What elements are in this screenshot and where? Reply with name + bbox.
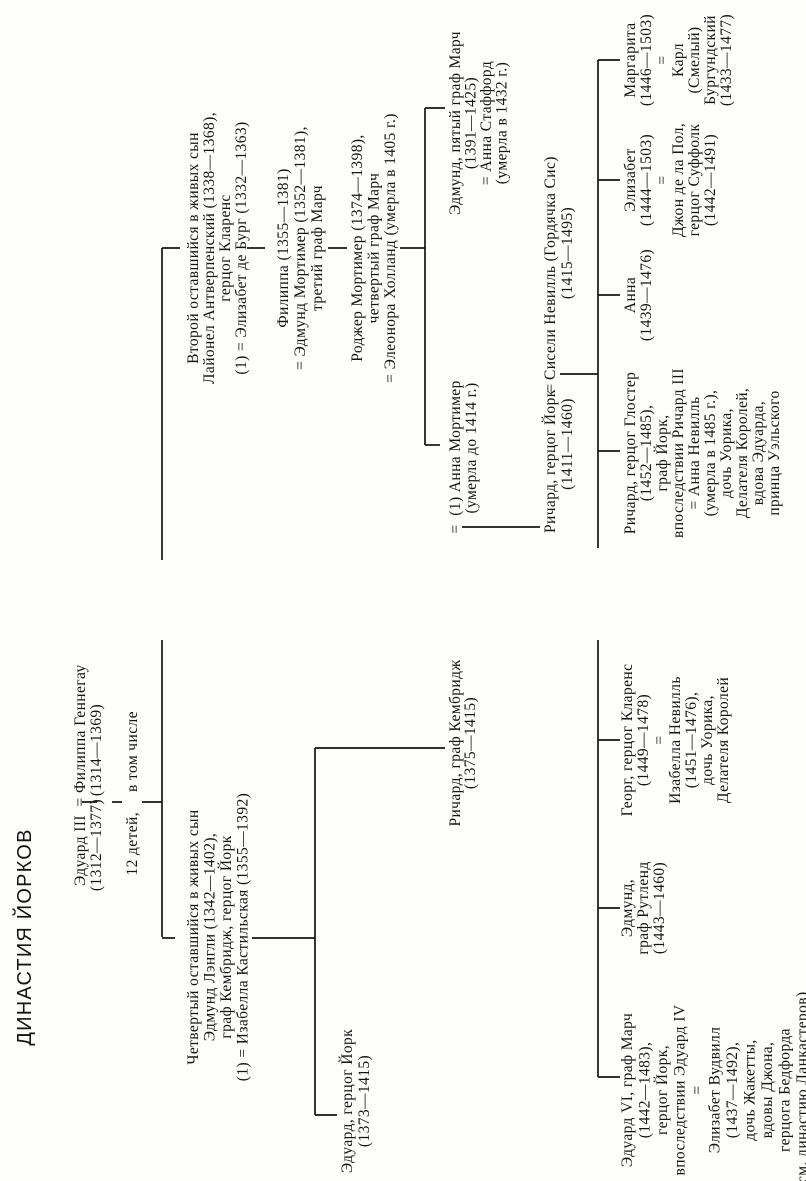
child-left-line: дочь Уорика, [699, 695, 716, 785]
child-left-line: герцога Бедфорда [777, 1028, 794, 1152]
marriage-sign: = [542, 383, 559, 392]
marriage-sign: = [72, 797, 89, 806]
anne-mortimer-line: (1) Анна Мортимер [447, 380, 464, 516]
child-right-line: (умерла в 1485 г.), [702, 390, 719, 517]
edmund-langley-line: (1) = Изабелла Кастильская (1355—1392) [235, 793, 252, 1081]
edward-iii-dates: (1312—1377) [88, 799, 105, 891]
child-left-line: Изабелла Невилль [667, 676, 684, 804]
edmund-march-line: Эдмунд, пятый граф Марч [447, 31, 464, 215]
child-right-line: = [654, 55, 671, 64]
connectors [82, 59, 620, 1116]
edmund-march-line: (1391—1425) [463, 77, 480, 169]
richard-york-dates: (1411—1460) [559, 398, 576, 490]
child-right-line: вдова Эдуарда, [750, 401, 767, 505]
child-right-line: Ричард, герцог Глостер [622, 372, 639, 535]
child-right-line: Бургундский [702, 15, 719, 105]
richard-york-name: Ричард, герцог Йорк [542, 389, 559, 533]
child-right-line: = Анна Невилль [686, 397, 703, 510]
child-left-line: Делателя Королей [715, 677, 732, 803]
roger-mortimer-line: Роджер Мортимер (1374—1398), [349, 134, 366, 361]
lionel-clarence-line: Второй оставшийся в живых сын [185, 132, 202, 364]
child-left-line: (1442—1483), [637, 1042, 654, 1139]
child-left-line: (1443—1460) [651, 862, 668, 954]
child-right-line: (1446—1503) [638, 14, 655, 106]
child-left-line: (см. династию Ланкастеров) [794, 991, 806, 1181]
roger-mortimer-line: четвертый граф Марч [366, 173, 383, 324]
philippa-mortimer-line: Филиппа (1355—1381) [275, 168, 292, 327]
child-left-line: (1451—1476), [683, 692, 700, 789]
lionel-clarence-line: Лайонел Антверпенский (1338—1368), [201, 112, 218, 384]
child-right-line: Анна [622, 277, 639, 313]
child-right-line: Джон де ла Пол, [670, 123, 687, 237]
anne-mortimer-line: (умерла до 1414 г.) [463, 382, 480, 513]
page-title: ДИНАСТИЯ ЙОРКОВ [12, 828, 36, 1045]
child-left-line: Георг, герцог Кларенс [619, 664, 636, 817]
child-right-line: (1433—1477) [718, 14, 735, 106]
child-right-line: принца Уэльского [766, 390, 783, 515]
edward-iii-name: Эдуард III [72, 815, 89, 886]
edmund-march-line: (умерла в 1432 г.) [494, 62, 511, 184]
child-right-line: Маргарита [622, 22, 639, 97]
richard-cambridge-line: Ричард, граф Кембридж [447, 659, 464, 826]
child-left-line: Эдмунд, [619, 879, 636, 937]
edward-york-line: Эдуард, герцог Йорк [339, 1029, 356, 1173]
child-left-line: (1437—1492), [724, 1042, 741, 1139]
child-left-line: вдовы Джона, [759, 1042, 776, 1139]
philippa-mortimer-line: третий граф Марч [309, 185, 326, 311]
child-right-line: Элизабет [622, 148, 639, 212]
child-left-line: впоследствии Эдуард IV [672, 1004, 689, 1175]
edmund-langley-line: граф Кембридж, герцог Йорк [218, 835, 235, 1038]
child-right-line: герцог Суффолк [686, 124, 703, 237]
children-note: 12 детей, [124, 812, 141, 876]
child-right-line: (1444—1503) [638, 134, 655, 226]
child-right-line: (Смелый) [686, 27, 703, 94]
child-left-line: дочь Жакетты, [742, 1039, 759, 1140]
child-right-line: дочь Уорика, [718, 408, 735, 498]
edmund-march-line: = Анна Стаффорд [478, 61, 495, 185]
philippa-hainault-name: Филиппа Геннегау [72, 664, 89, 793]
child-right-line: Делателя Королей, [734, 388, 751, 518]
roger-mortimer-line: = Элеонора Холланд (умерла в 1405 г.) [382, 113, 399, 383]
child-left-line: = [689, 1085, 706, 1094]
richard-cambridge-line: (1375—1415) [462, 697, 479, 789]
child-left-line: Элизабет Вудвилл [707, 1027, 724, 1154]
child-left-line: = [651, 735, 668, 744]
child-right-line: граф Йорк, [654, 414, 671, 491]
child-left-line: Эдуард VI, граф Марч [619, 1013, 636, 1167]
lionel-clarence-line: (1) = Элизабет де Бург (1332—1363) [233, 121, 250, 374]
child-left-line: герцог Йорк, [654, 1045, 671, 1135]
children-note: в том числе [124, 711, 141, 792]
child-right-line: (1439—1476) [638, 249, 655, 341]
marriage-sign: = [447, 524, 464, 533]
child-left-line: (1449—1478) [635, 694, 652, 786]
cecily-neville-dates: (1415—1495) [559, 207, 576, 299]
cecily-neville-name: Сисели Невилль (Гордячка Сис) [542, 156, 559, 380]
edmund-langley-line: Эдмунд Лэнгли (1342—1402), [202, 833, 219, 1041]
philippa-mortimer-line: = Эдмунд Мортимер (1352—1381), [292, 126, 309, 370]
child-left-line: граф Рутленд [635, 861, 652, 954]
lionel-clarence-line: герцог Кларенс [217, 194, 234, 301]
child-right-line: Карл [670, 43, 687, 77]
edward-york-line: (1373—1415) [356, 1055, 373, 1147]
child-right-line: (1442—1491) [702, 134, 719, 226]
child-right-line: = [654, 175, 671, 184]
child-right-line: (1452—1485), [638, 405, 655, 502]
edmund-langley-line: Четвертый оставшийся в живых сын [185, 809, 202, 1064]
child-right-line: впоследствии Ричард III [670, 368, 687, 538]
philippa-hainault-dates: (1314—1369) [88, 704, 105, 796]
